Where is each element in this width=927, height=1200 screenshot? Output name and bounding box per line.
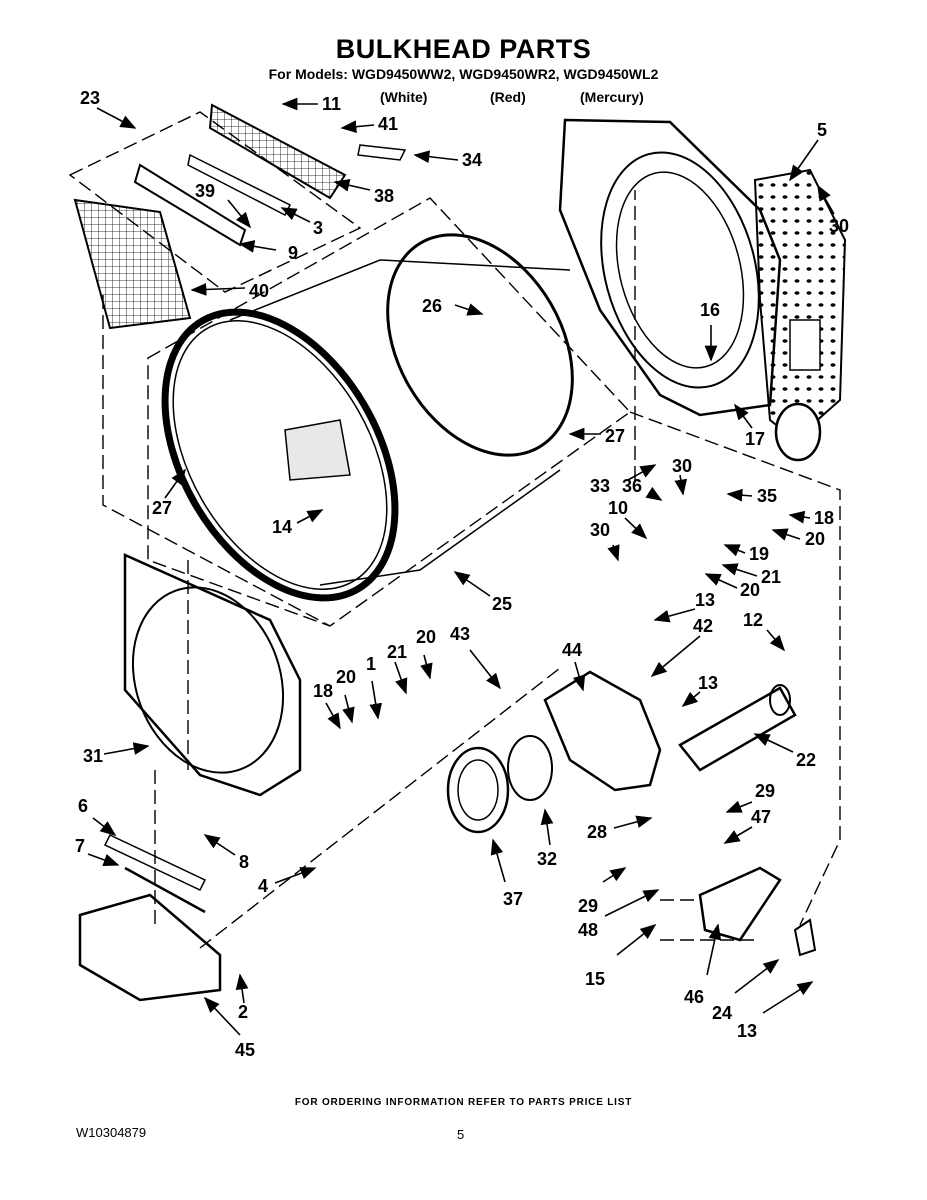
callout-16: 16: [700, 300, 720, 320]
callout-35: 35: [757, 486, 777, 506]
callout-24: 24: [712, 1003, 732, 1023]
callout-21-right: 21: [761, 567, 781, 587]
variant-mercury: (Mercury): [580, 89, 644, 105]
callout-10: 10: [608, 498, 628, 518]
callout-43: 43: [450, 624, 470, 644]
callout-20-right-b: 20: [740, 580, 760, 600]
blower-assembly: [446, 670, 797, 834]
callout-20-left-b: 20: [336, 667, 356, 687]
callout-12: 12: [743, 610, 763, 630]
callout-18-left: 18: [313, 681, 333, 701]
callout-8: 8: [239, 852, 249, 872]
dryer-drum: [161, 233, 574, 602]
callout-30-b: 30: [672, 456, 692, 476]
callout-21-left: 21: [387, 642, 407, 662]
document-number: W10304879: [76, 1125, 147, 1140]
callout-18-right: 18: [814, 508, 834, 528]
lint-duct: [78, 834, 222, 1002]
callout-48: 48: [578, 920, 598, 940]
callout-14: 14: [272, 517, 292, 537]
callout-2: 2: [238, 1002, 248, 1022]
callout-42: 42: [693, 616, 713, 636]
callout-20-right-a: 20: [805, 529, 825, 549]
callout-11: 11: [322, 94, 341, 114]
lint-screen: [73, 103, 407, 330]
callout-9: 9: [288, 243, 298, 263]
callout-30-a: 30: [829, 216, 849, 236]
callout-15: 15: [585, 969, 605, 989]
callout-41: 41: [378, 114, 398, 134]
callout-4: 4: [258, 876, 268, 896]
callout-7: 7: [75, 836, 85, 856]
models-line: For Models: WGD9450WW2, WGD9450WR2, WGD9…: [268, 66, 659, 82]
callout-23: 23: [80, 88, 100, 108]
callout-17: 17: [745, 429, 765, 449]
callout-27-right: 27: [605, 426, 625, 446]
callout-6: 6: [78, 796, 88, 816]
callout-30-c: 30: [590, 520, 610, 540]
burner-assembly: [698, 866, 817, 957]
heater-duct: [753, 168, 847, 462]
callout-25: 25: [492, 594, 512, 614]
callout-19: 19: [749, 544, 769, 564]
variant-white: (White): [380, 89, 428, 105]
page-number: 5: [457, 1127, 465, 1142]
variant-red: (Red): [490, 89, 526, 105]
callout-34: 34: [462, 150, 482, 170]
callout-28: 28: [587, 822, 607, 842]
callout-40: 40: [249, 281, 269, 301]
callout-27-left: 27: [152, 498, 172, 518]
callout-13-a: 13: [695, 590, 715, 610]
callout-3: 3: [313, 218, 323, 238]
page-title: BULKHEAD PARTS: [335, 34, 592, 64]
callout-37: 37: [503, 889, 523, 909]
callout-20-left-a: 20: [416, 627, 436, 647]
callout-44: 44: [562, 640, 582, 660]
callout-arrows: [87, 97, 835, 1036]
callout-32: 32: [537, 849, 557, 869]
callout-1: 1: [366, 654, 376, 674]
rear-bulkhead: [558, 118, 782, 417]
callout-26: 26: [422, 296, 442, 316]
callout-33: 33: [590, 476, 610, 496]
callout-38: 38: [374, 186, 394, 206]
callout-39: 39: [195, 181, 215, 201]
callout-31: 31: [83, 746, 103, 766]
callout-13-b: 13: [698, 673, 718, 693]
front-bulkhead: [123, 553, 302, 797]
callout-36: 36: [622, 476, 642, 496]
callout-45: 45: [235, 1040, 255, 1060]
callout-labels: 23 11 41 34 38 39 3 9 40 26 5 30 16 17 2…: [75, 88, 849, 1060]
group-boundaries: [68, 111, 841, 949]
callout-29-right: 29: [755, 781, 775, 801]
callout-5: 5: [817, 120, 827, 140]
callout-13-c: 13: [737, 1021, 757, 1041]
callout-29-left: 29: [578, 896, 598, 916]
callout-46: 46: [684, 987, 704, 1007]
ordering-note: FOR ORDERING INFORMATION REFER TO PARTS …: [294, 1097, 633, 1108]
callout-47: 47: [751, 807, 771, 827]
callout-22: 22: [796, 750, 816, 770]
